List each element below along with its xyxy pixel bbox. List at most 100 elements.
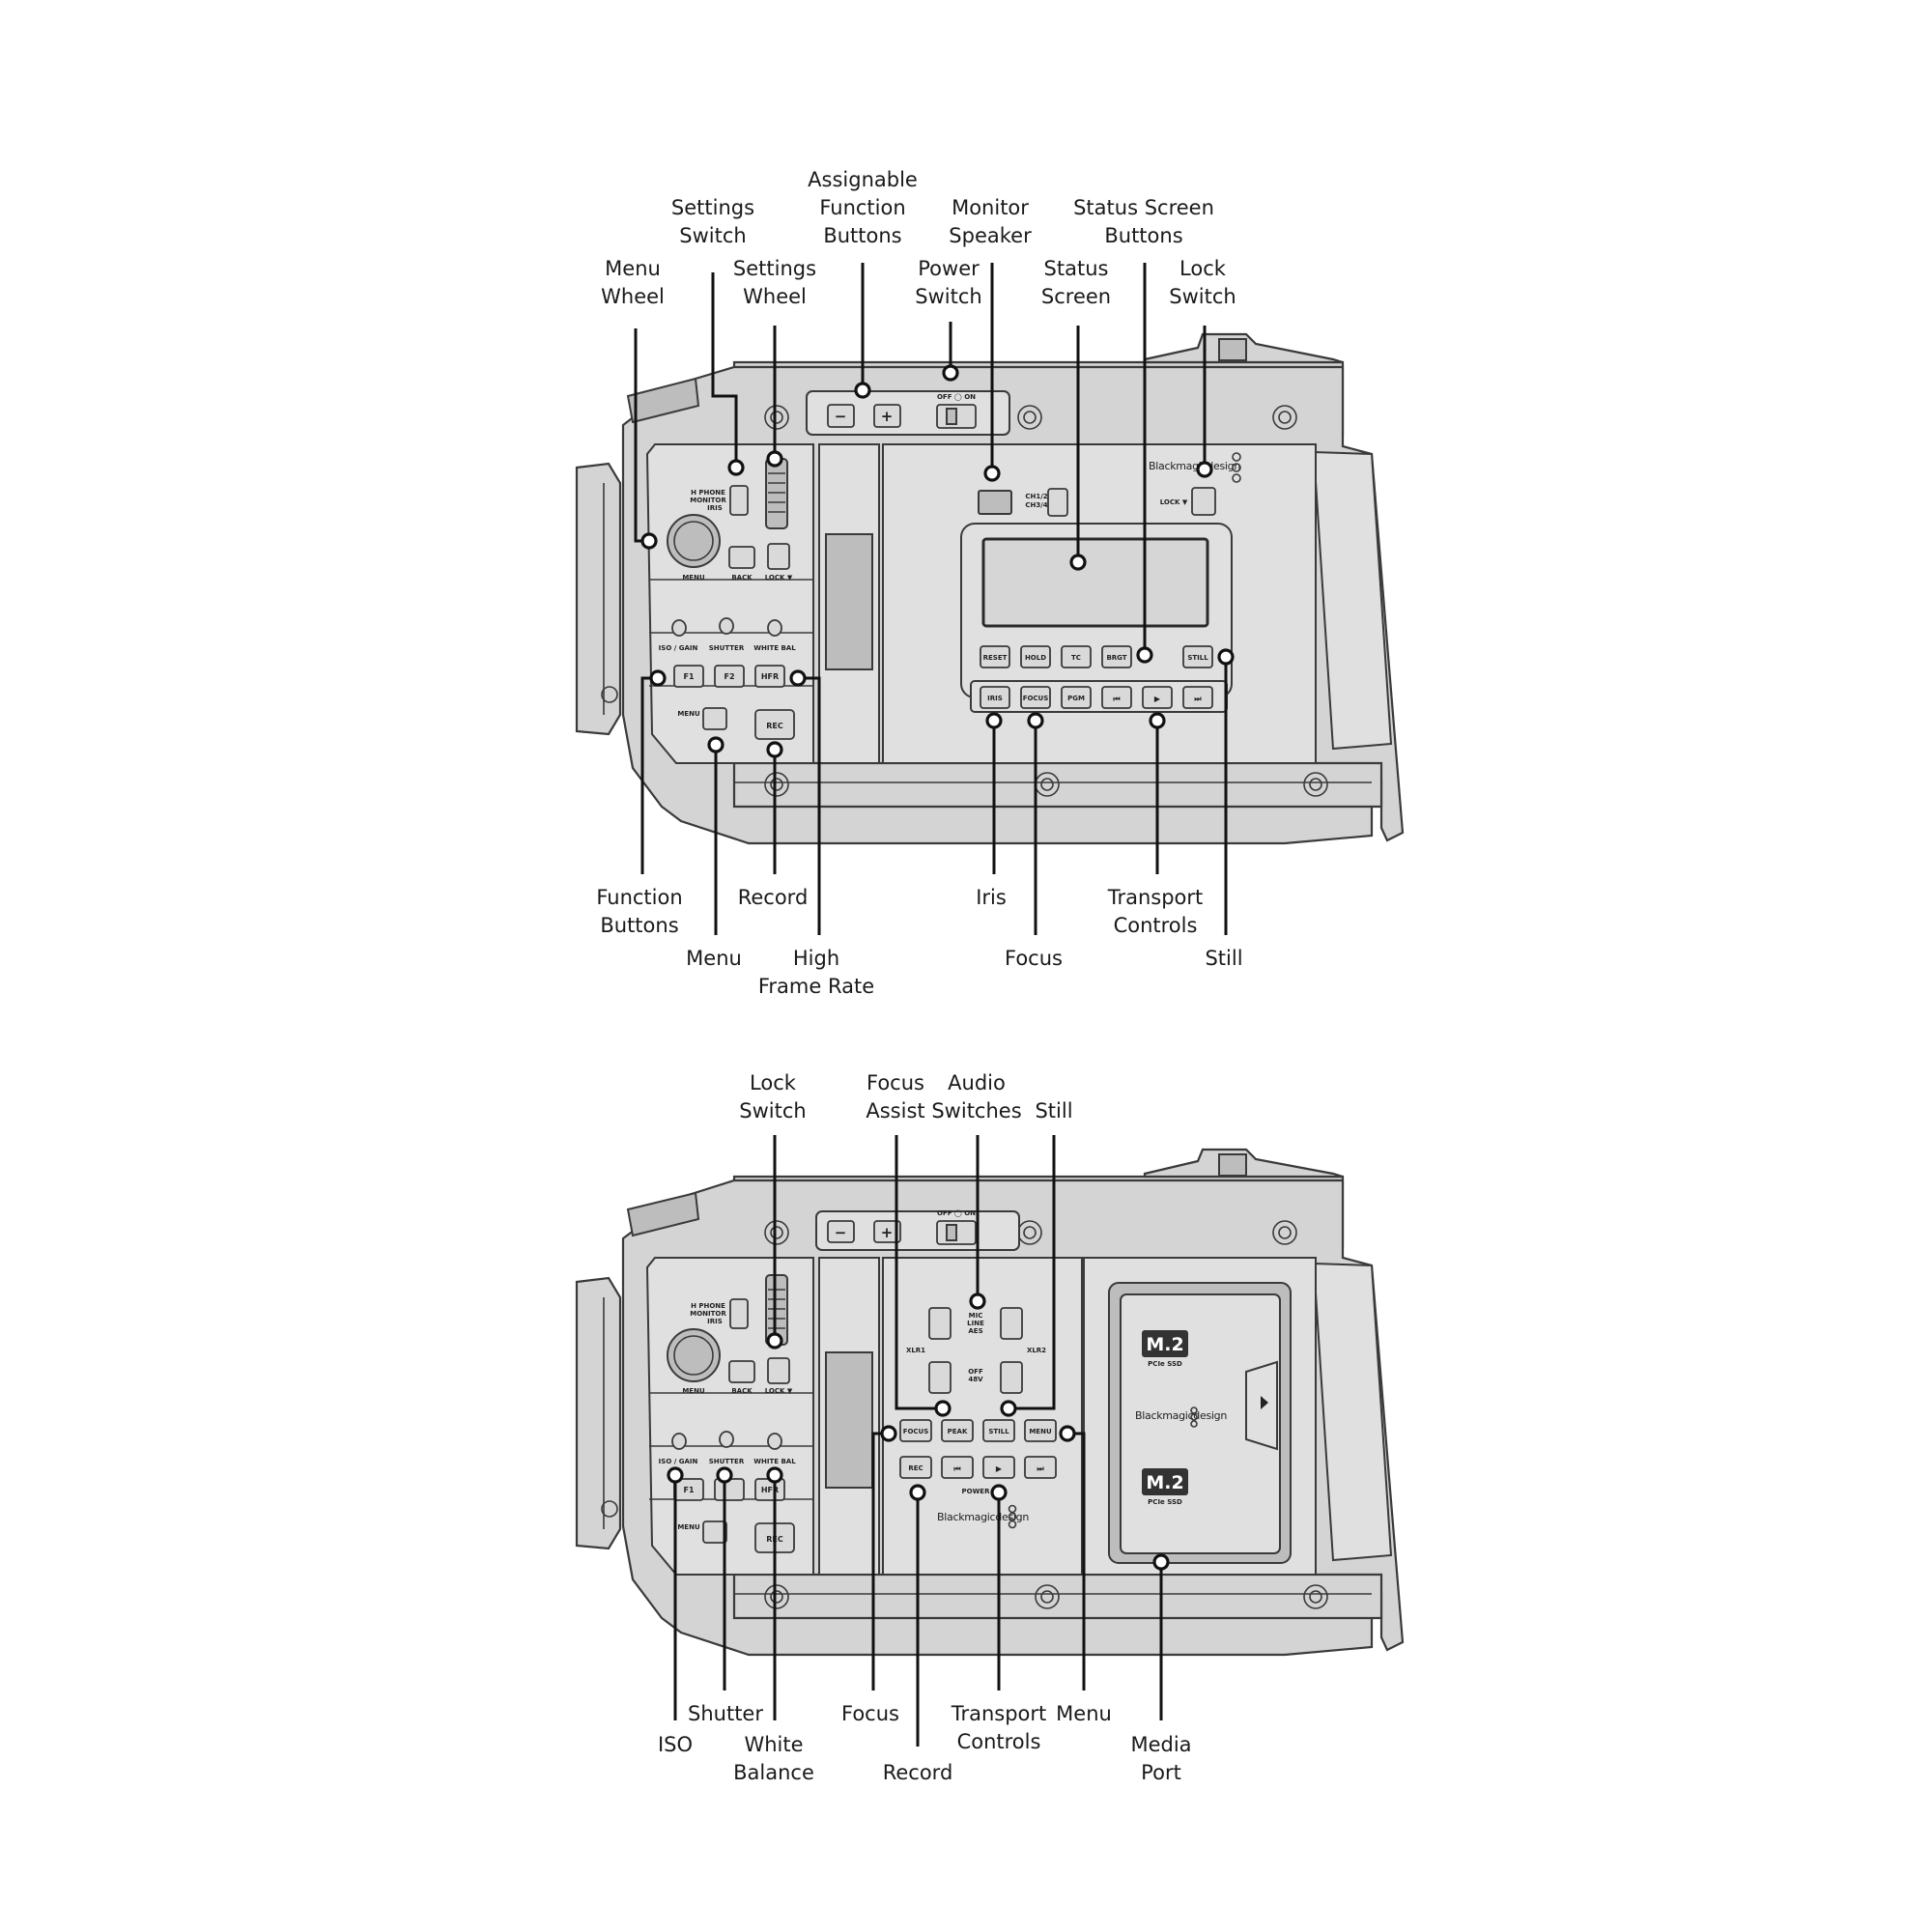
top-center-column [818,443,880,764]
label-line: Switches [931,1099,1022,1122]
label-b-focus: Focus [841,1700,899,1728]
label-line: Assignable [808,168,918,191]
bottom-off-on-text: OFF ◯ ON [937,1209,976,1217]
bottom-off-text: OFF [968,1368,983,1376]
bottom-m2-a-text: M.2 [1146,1334,1183,1355]
top-f2-text: F2 [724,672,734,681]
top-pgm-text: PGM [1067,695,1085,702]
label-b-iso: ISO [658,1731,693,1759]
top-monitor-text: MONITOR [690,497,726,504]
bottom-power-text: POWER [962,1488,991,1495]
top-rec-text: REC [766,722,783,730]
label-b-shutter: Shutter [688,1700,763,1728]
bottom-center-column [818,1257,880,1576]
label-b-lock-switch: Lock Switch [739,1069,806,1125]
bottom-left-control-panel: H PHONE MONITOR IRIS MENU BACK LOCK ▼ IS… [645,1257,814,1576]
bottom-menu2-text: MENU [677,1523,700,1531]
label-still: Still [1205,945,1242,973]
top-play-text: ▶ [1154,695,1161,703]
label-status-screen: Status Screen [1041,255,1111,311]
label-line: High [792,947,840,970]
label-menu: Menu [686,945,742,973]
label-line: Controls [956,1730,1041,1753]
label-b-transport-controls: Transport Controls [952,1700,1047,1756]
label-power-switch: Power Switch [915,255,981,311]
bottom-iso-gain-text: ISO / GAIN [659,1458,698,1465]
top-assignable-buttons-panel: − + OFF ◯ ON [806,390,1010,436]
top-brand-text: Blackmagicdesign [1149,460,1240,472]
label-b-audio-switches: Audio Switches [931,1069,1021,1125]
top-ch34-text: CH3/4 [1025,501,1047,509]
top-iris-btn-text: IRIS [987,695,1003,702]
top-tc-text: TC [1071,654,1081,662]
bottom-f1-text: F1 [683,1486,694,1494]
top-menu-text: MENU [682,574,705,582]
top-focus-btn-text: FOCUS [1023,695,1049,702]
label-status-screen-buttons: Status Screen Buttons [1073,194,1214,250]
label-line: Status [1043,257,1109,280]
top-iris-text: IRIS [707,504,723,512]
label-line: Focus [841,1702,899,1725]
top-menu2-text: MENU [677,710,700,718]
label-high-frame-rate: High Frame Rate [758,945,874,1001]
bottom-prev-text: ⏮ [953,1464,960,1473]
top-white-bal-text: WHITE BAL [753,644,796,652]
label-function-buttons: Function Buttons [596,884,682,940]
bottom-shutter-text: SHUTTER [709,1458,745,1465]
label-b-media-port: Media Port [1130,1731,1191,1787]
label-record: Record [738,884,809,912]
label-menu-wheel: Menu Wheel [601,255,665,311]
top-lock-text: LOCK ▼ [765,574,793,582]
callout-settings-switch [711,272,738,468]
label-line: Switch [1169,285,1236,308]
label-line: Controls [1113,914,1198,937]
label-line: Switch [739,1099,807,1122]
top-main-panel: CH1/2 CH3/4 Blackmagicdesign LOCK ▼ RESE… [882,443,1317,764]
label-line: Still [1035,1099,1073,1122]
label-b-still: Still [1035,1097,1072,1125]
bottom-media-bay: M.2 PCIe SSD Blackmagicdesign M.2 PCIe S… [1083,1257,1317,1576]
label-settings-switch: Settings Switch [671,194,754,250]
label-line: Monitor [952,196,1029,219]
label-line: Function [819,196,906,219]
bottom-white-bal-text: WHITE BAL [753,1458,796,1465]
bottom-monitor-text: MONITOR [690,1310,726,1318]
label-line: Buttons [1104,224,1183,247]
bottom-xlr1-text: XLR1 [906,1347,925,1354]
label-line: Record [882,1761,953,1784]
label-line: Wheel [743,285,807,308]
label-line: Shutter [688,1702,763,1725]
label-line: Record [737,886,809,909]
label-iris: Iris [976,884,1007,912]
label-line: Iris [976,886,1007,909]
top-next-text: ⏭ [1194,695,1202,703]
label-line: Buttons [823,224,902,247]
label-line: Function [596,886,683,909]
bottom-line-text: LINE [967,1320,984,1327]
label-line: Lock [750,1071,796,1094]
top-back-text: BACK [731,574,753,582]
top-plus-btn-text: + [881,408,894,425]
top-iso-gain-text: ISO / GAIN [659,644,698,652]
label-b-focus-assist: Focus Assist [866,1069,924,1125]
label-line: Focus [1005,947,1063,970]
top-brgt-text: BRGT [1106,654,1126,662]
label-line: ISO [657,1733,694,1756]
top-reset-text: RESET [983,654,1008,662]
bottom-brand2-text: Blackmagicdesign [1135,1409,1227,1422]
label-line: Status Screen [1073,196,1214,219]
top-hfr-text: HFR [761,672,779,681]
top-minus-btn-text: − [835,408,847,425]
bottom-hfr-text: HFR [761,1486,779,1494]
bottom-mic-text: MIC [969,1312,983,1320]
label-line: Speaker [949,224,1032,247]
bottom-play-text: ▶ [996,1464,1003,1473]
top-hold-text: HOLD [1025,654,1046,662]
label-line: Balance [733,1761,814,1784]
bottom-focus-btn-text: FOCUS [903,1428,929,1435]
label-line: Focus [867,1071,924,1094]
top-still-text: STILL [1187,654,1208,662]
top-ch12-text: CH1/2 [1025,493,1047,500]
